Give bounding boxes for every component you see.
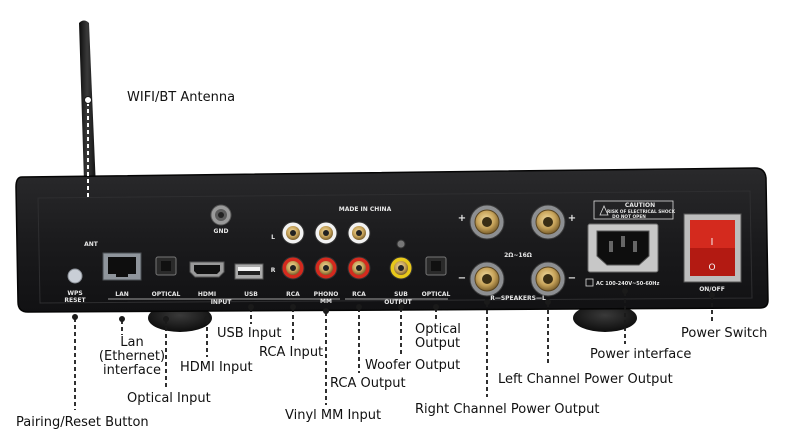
mm-label: MM [320, 298, 332, 305]
optical-output-callout-line1: Optical [415, 322, 461, 337]
usb-label: USB [244, 291, 258, 298]
power-inlet[interactable] [587, 223, 659, 273]
minus-mark-right: − [568, 273, 576, 284]
gnd-label: GND [214, 228, 229, 235]
callout-lines-dark [74, 292, 713, 410]
plus-mark-left: + [458, 213, 466, 224]
caution-line1: RISK OF ELECTRICAL SHOCK [607, 209, 676, 215]
optical-input-port[interactable] [155, 256, 177, 276]
lan-label: LAN [115, 291, 129, 298]
rca-in-left-jack[interactable] [281, 221, 305, 245]
switch-on-mark: I [711, 237, 714, 248]
rca-in-label: RCA [286, 291, 300, 298]
wps-reset-button[interactable] [67, 268, 83, 284]
pairing-callout: Pairing/Reset Button [16, 415, 149, 430]
l-mark: L [271, 234, 275, 241]
rca-input-callout: RCA Input [259, 345, 324, 360]
optical-output-port[interactable] [425, 256, 447, 276]
gnd-terminal[interactable] [210, 204, 232, 226]
made-in-china-label: MADE IN CHINA [339, 206, 392, 213]
right-foot [573, 304, 637, 332]
optical-output-callout-line2: Output [415, 336, 461, 351]
on-off-label: ON/OFF [699, 286, 725, 293]
left-positive-post[interactable] [530, 204, 566, 240]
ant-label: ANT [84, 241, 99, 248]
vinyl-callout: Vinyl MM Input [285, 408, 382, 423]
caution-line2: DO NOT OPEN [612, 214, 646, 220]
hdmi-label: HDMI [198, 291, 216, 298]
optical-input-callout: Optical Input [127, 391, 211, 406]
optical-in-label: OPTICAL [152, 291, 181, 298]
phono-right-jack[interactable] [314, 256, 338, 280]
power-switch-callout: Power Switch [681, 326, 768, 341]
lan-callout-line3: interface [103, 363, 161, 378]
callout-dots [72, 96, 715, 322]
right-positive-post[interactable] [469, 204, 505, 240]
switch-off-mark: O [708, 263, 715, 273]
plus-mark-right: + [568, 213, 576, 224]
phono-label: PHONO [314, 291, 339, 298]
ac-rating-label: AC 100-240V~50-60Hz [596, 281, 659, 287]
hdmi-port[interactable] [189, 261, 225, 278]
left-negative-post[interactable] [530, 261, 566, 297]
woofer-callout: Woofer Output [365, 358, 461, 373]
power-interface-callout: Power interface [590, 347, 692, 362]
rca-output-callout: RCA Output [330, 376, 406, 391]
speaker-binding-posts [469, 204, 566, 297]
right-negative-post[interactable] [469, 261, 505, 297]
warning-icon [599, 205, 609, 216]
power-switch[interactable] [683, 213, 742, 283]
hdmi-callout: HDMI Input [180, 360, 253, 375]
output-group-label: OUTPUT [384, 299, 412, 306]
sub-screw [396, 239, 406, 249]
rca-jacks [281, 221, 413, 280]
antenna-callout: WIFI/BT Antenna [127, 90, 236, 105]
sub-out-jack[interactable] [389, 256, 413, 280]
sub-label: SUB [394, 291, 408, 298]
rca-in-right-jack[interactable] [281, 256, 305, 280]
left-channel-callout: Left Channel Power Output [498, 372, 673, 387]
input-group-label: INPUT [211, 299, 233, 306]
rca-out-left-jack[interactable] [347, 221, 371, 245]
wps-label: WPS [67, 290, 82, 297]
rca-out-right-jack[interactable] [347, 256, 371, 280]
reset-label: RESET [64, 297, 86, 304]
ac-icon-box [585, 278, 594, 287]
phono-left-jack[interactable] [314, 221, 338, 245]
r-mark: R [271, 267, 276, 274]
right-channel-callout: Right Channel Power Output [415, 402, 600, 417]
caution-title: CAUTION [625, 202, 655, 209]
usb-callout: USB Input [217, 326, 282, 341]
usb-port[interactable] [234, 263, 264, 280]
lan-port[interactable] [102, 252, 142, 281]
minus-mark-left: − [458, 273, 466, 284]
speakers-label: R—SPEAKERS—L [490, 295, 546, 302]
impedance-label: 2Ω~16Ω [504, 252, 532, 259]
caution-box [593, 200, 674, 220]
rca-out-label: RCA [352, 291, 366, 298]
lan-callout-line2: (Ethernet) [98, 349, 166, 364]
lan-callout-line1: Lan [120, 335, 144, 350]
optical-out-label: OPTICAL [422, 291, 451, 298]
